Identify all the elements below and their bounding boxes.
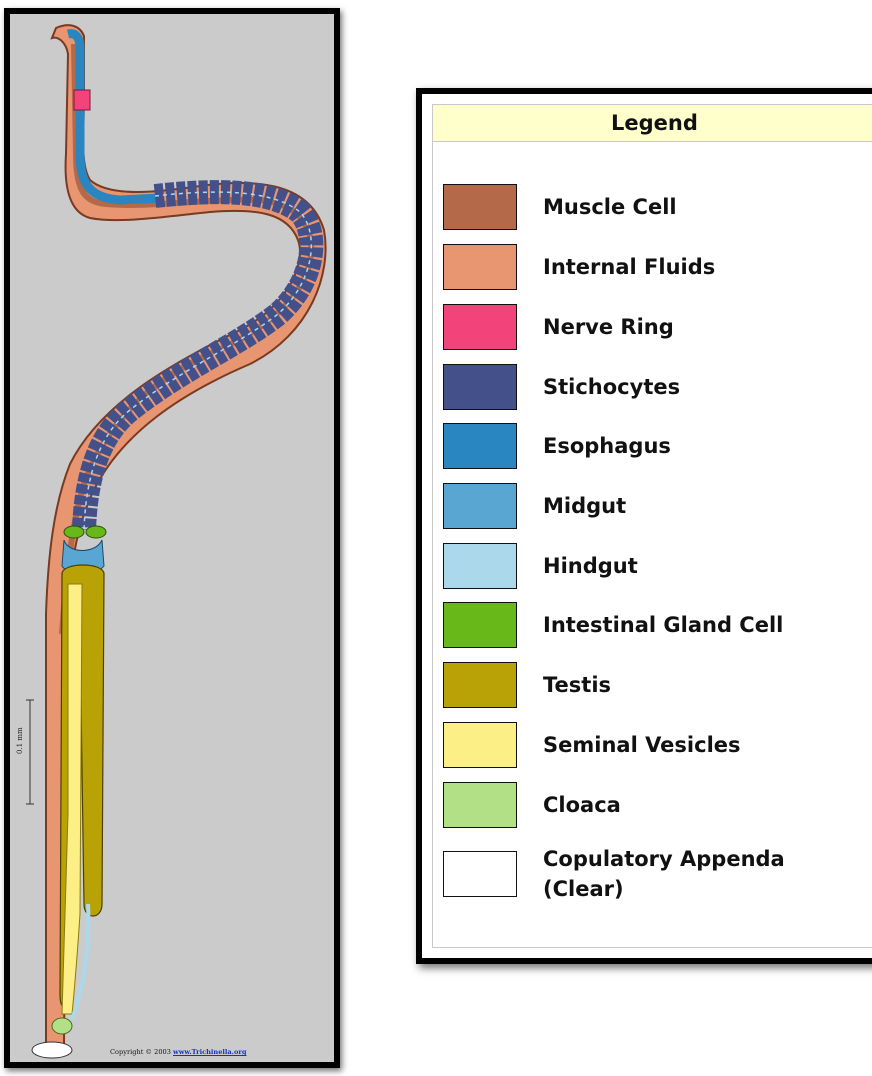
legend-inner: Legend Muscle Cell Internal Fluids Nerve…	[432, 104, 872, 948]
legend-panel: Legend Muscle Cell Internal Fluids Nerve…	[416, 88, 872, 964]
legend-swatch	[443, 244, 517, 290]
legend-item-label: Testis	[543, 670, 833, 700]
legend-swatch	[443, 184, 517, 230]
legend-item-label: Copulatory Appenda (Clear)	[543, 844, 833, 904]
legend-item-stichocytes: Stichocytes	[443, 361, 833, 413]
legend-swatch	[443, 602, 517, 648]
worm-gland-cell-left	[64, 526, 84, 538]
legend-item-intestinal-gland-cell: Intestinal Gland Cell	[443, 599, 833, 651]
worm-cloaca	[52, 1018, 72, 1034]
legend-swatch	[443, 722, 517, 768]
copyright-notice: Copyright © 2003 www.Trichinella.org	[110, 1048, 340, 1056]
legend-item-label: Esophagus	[543, 431, 833, 461]
legend-item-cloaca: Cloaca	[443, 779, 833, 831]
worm-copulatory-appendage	[32, 1042, 72, 1058]
legend-swatch	[443, 543, 517, 589]
legend-item-label: Internal Fluids	[543, 252, 833, 282]
copyright-link[interactable]: www.Trichinella.org	[173, 1048, 246, 1056]
copyright-text: Copyright © 2003	[110, 1048, 173, 1056]
scale-bar-label: 0.1 mm	[16, 727, 24, 754]
legend-item-label: Midgut	[543, 491, 833, 521]
legend-item-internal-fluids: Internal Fluids	[443, 241, 833, 293]
legend-item-label: Nerve Ring	[543, 312, 833, 342]
legend-item-label: Hindgut	[543, 551, 833, 581]
legend-title: Legend	[611, 111, 698, 135]
worm-nerve-ring	[74, 90, 90, 110]
worm-illustration	[10, 14, 334, 1062]
legend-item-esophagus: Esophagus	[443, 420, 833, 472]
legend-swatch	[443, 423, 517, 469]
worm-esophagus	[68, 34, 160, 200]
legend-item-label: Intestinal Gland Cell	[543, 610, 833, 640]
legend-item-seminal-vesicles: Seminal Vesicles	[443, 719, 833, 771]
legend-item-midgut: Midgut	[443, 480, 833, 532]
legend-item-muscle-cell: Muscle Cell	[443, 181, 833, 233]
legend-item-testis: Testis	[443, 659, 833, 711]
worm-gland-cell-right	[86, 526, 106, 538]
legend-item-label: Seminal Vesicles	[543, 730, 833, 760]
legend-swatch	[443, 662, 517, 708]
legend-item-hindgut: Hindgut	[443, 540, 833, 592]
legend-swatch	[443, 851, 517, 897]
legend-item-nerve-ring: Nerve Ring	[443, 301, 833, 353]
legend-item-label: Muscle Cell	[543, 192, 833, 222]
legend-item-label: Stichocytes	[543, 372, 833, 402]
legend-item-copulatory-appenda: Copulatory Appenda (Clear)	[443, 839, 833, 909]
legend-swatch	[443, 483, 517, 529]
legend-swatch	[443, 782, 517, 828]
legend-header: Legend	[433, 105, 872, 142]
legend-item-label: Cloaca	[543, 790, 833, 820]
worm-stichocytes	[84, 192, 311, 530]
worm-figure-panel: 0.1 mm Copyright © 2003 www.Trichinella.…	[4, 8, 340, 1068]
legend-swatch	[443, 304, 517, 350]
legend-swatch	[443, 364, 517, 410]
